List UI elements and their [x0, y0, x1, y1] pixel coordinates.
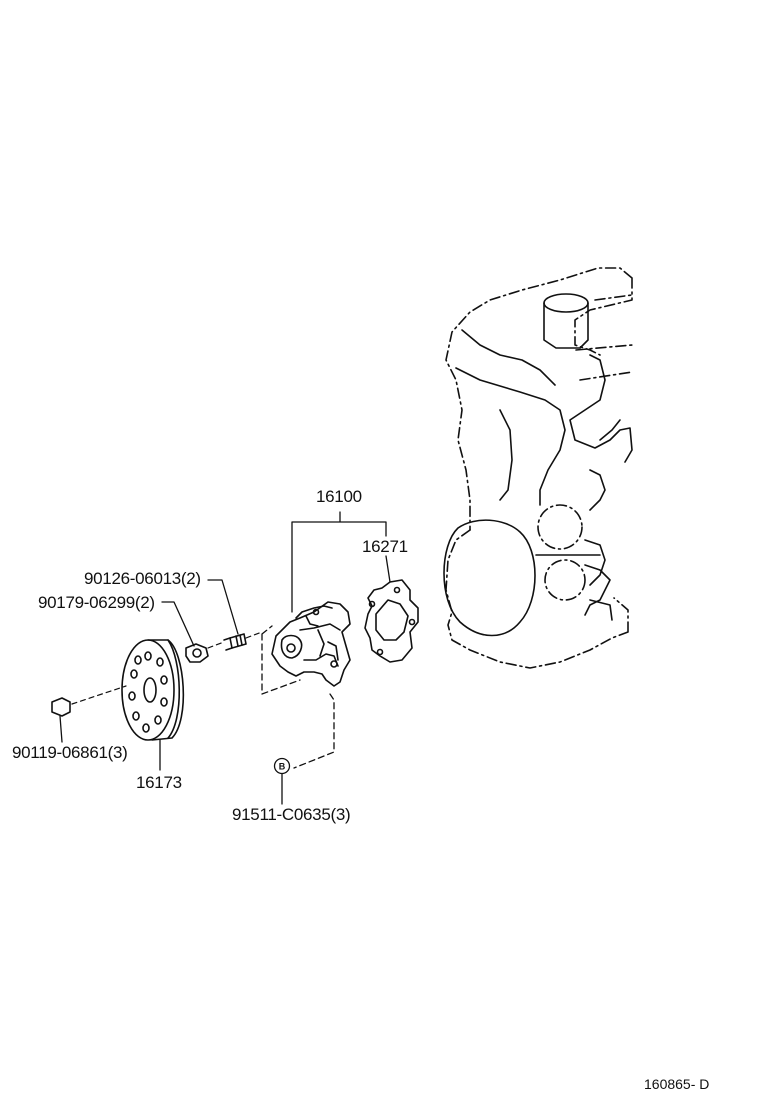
pulley-drawing — [121, 639, 185, 741]
stud-bolt-drawing — [207, 631, 263, 651]
part-label-nut[interactable]: 90179-06299(2) — [38, 593, 155, 612]
part-label-stud-bolt[interactable]: 90126-06013(2) — [84, 569, 201, 588]
part-label-pulley-bolt[interactable]: 90119-06861(3) — [12, 743, 128, 762]
part-label-gasket[interactable]: 16271 — [362, 537, 408, 556]
bolt-marker-b: B — [273, 757, 291, 775]
pulley-bolt-drawing — [51, 685, 127, 717]
marker-letter: B — [279, 762, 286, 772]
part-label-water-pump[interactable]: 16100 — [316, 487, 362, 506]
nut-drawing — [185, 643, 209, 663]
water-pump-drawing — [271, 601, 351, 687]
gasket-drawing — [364, 579, 419, 663]
part-label-pulley[interactable]: 16173 — [136, 773, 182, 792]
leader-lines — [59, 511, 391, 805]
part-label-pump-bolt[interactable]: 91511-C0635(3) — [232, 805, 351, 824]
mounting-face-outline — [261, 625, 335, 769]
drawing-code: 160865- D — [644, 1076, 710, 1092]
engine-block-outline — [443, 267, 633, 669]
